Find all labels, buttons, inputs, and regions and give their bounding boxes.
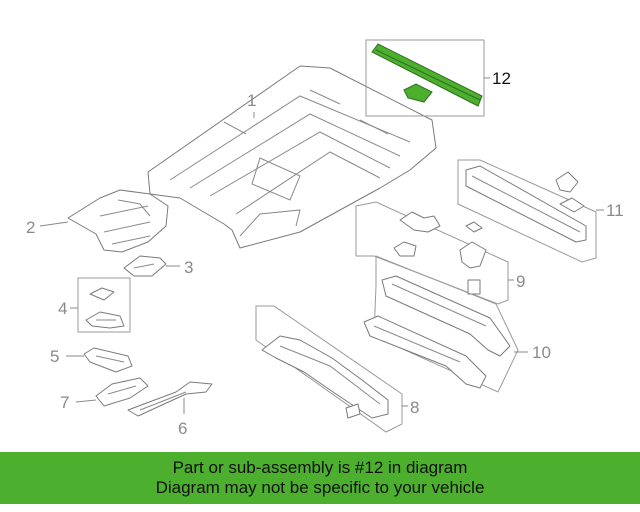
part-10-group-box: [373, 255, 519, 393]
part-9-group-box: [355, 201, 509, 305]
callout-5: 5: [50, 347, 59, 366]
part-3-bracket[interactable]: [123, 255, 167, 277]
callout-1: 1: [247, 91, 256, 110]
part-4-brackets[interactable]: [85, 287, 125, 329]
part-6-rail[interactable]: [127, 381, 213, 417]
callout-4: 4: [58, 299, 67, 318]
callout-10: 10: [532, 343, 551, 362]
banner-line-2: Diagram may not be specific to your vehi…: [155, 478, 485, 497]
part-8-side-rail[interactable]: [261, 335, 389, 419]
part-11-crossmember[interactable]: [465, 165, 587, 243]
part-10-rail[interactable]: [363, 275, 511, 389]
part-9-brackets[interactable]: [393, 211, 487, 295]
part-4-group-box: [77, 277, 131, 333]
callout-3: 3: [184, 258, 193, 277]
callout-8: 8: [410, 398, 419, 417]
part-7-bracket[interactable]: [95, 377, 149, 407]
part-1-floor-pan[interactable]: [147, 65, 437, 249]
callout-12: 12: [492, 69, 511, 88]
part-12-crossmember[interactable]: [371, 43, 483, 107]
callout-11: 11: [606, 201, 624, 220]
parts-diagram: 1 2 3 4 5 6 7 8 9 10 11 12: [26, 39, 624, 438]
callout-6: 6: [178, 419, 187, 438]
part-5-bracket[interactable]: [83, 347, 133, 373]
info-banner: Part or sub-assembly is #12 in diagram D…: [0, 452, 640, 504]
callout-7: 7: [60, 393, 69, 412]
part-2-floor-panel[interactable]: [67, 189, 169, 253]
banner-line-1: Part or sub-assembly is #12 in diagram: [172, 458, 468, 477]
callout-9: 9: [516, 272, 525, 291]
callout-2: 2: [26, 218, 35, 237]
part-11-group-box: [457, 159, 597, 263]
part-8-group-box: [255, 305, 403, 433]
